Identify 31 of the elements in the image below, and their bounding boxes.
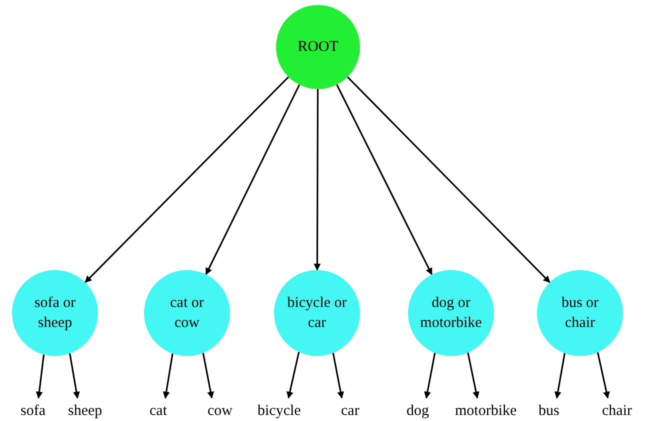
- node-label: dog or motorbike: [420, 294, 482, 333]
- arrow: [424, 352, 436, 399]
- arrow: [286, 352, 300, 399]
- leaf-label: dog: [406, 402, 430, 420]
- arrow: [596, 352, 610, 399]
- node-label: ROOT: [298, 38, 338, 57]
- node-label: sofa or sheep: [33, 294, 77, 333]
- node-label: bus or chair: [560, 294, 600, 333]
- arrow: [346, 76, 550, 283]
- leaf-label: cow: [206, 402, 234, 420]
- leaf-label: bicycle: [256, 402, 302, 420]
- arrow: [202, 352, 214, 399]
- arrow: [36, 354, 45, 399]
- leaf-label: sheep: [67, 402, 104, 420]
- leaf-label: bus: [538, 402, 560, 420]
- arrow: [162, 353, 174, 399]
- arrow: [314, 89, 321, 271]
- node-label: cat or cow: [169, 294, 205, 333]
- arrow: [336, 84, 433, 276]
- arrow: [84, 76, 290, 283]
- arrow: [205, 84, 300, 276]
- leaf-label: car: [340, 402, 360, 420]
- leaf-label: chair: [601, 402, 633, 420]
- leaf-label: sofa: [20, 402, 46, 420]
- arrow: [69, 353, 80, 399]
- node-label: bicycle or car: [286, 294, 348, 333]
- arrow: [554, 353, 566, 399]
- arrow: [332, 352, 344, 399]
- leaf-label: motorbike: [454, 402, 518, 420]
- leaf-label: cat: [148, 402, 168, 420]
- arrow: [467, 352, 480, 399]
